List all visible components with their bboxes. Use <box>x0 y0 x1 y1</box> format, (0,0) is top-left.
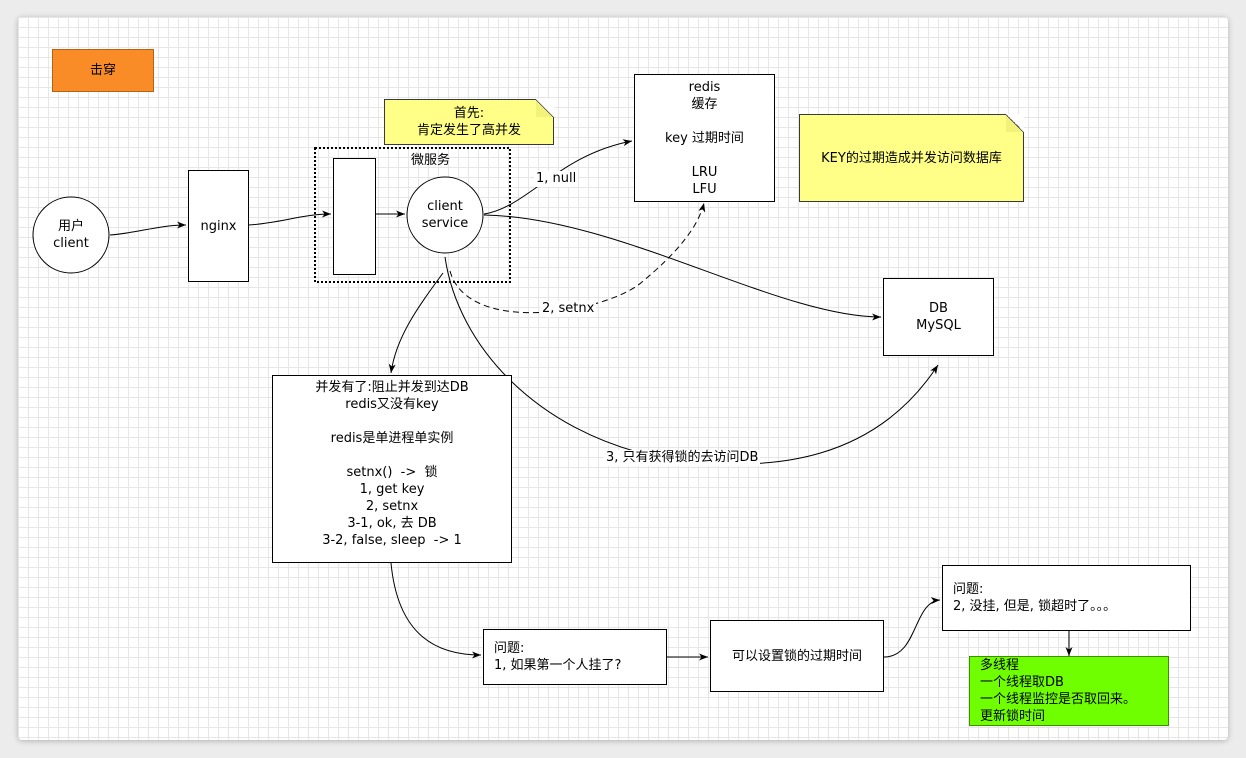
concurrency-line-4: redis是单进程单实例 <box>330 431 454 446</box>
nginx-label: nginx <box>200 218 237 234</box>
lock-expire-text: 可以设置锁的过期时间 <box>731 648 862 664</box>
microservice-container <box>314 147 511 283</box>
concurrency-line-7: 1, get key <box>359 482 425 497</box>
db-box: DB MySQL <box>883 278 994 356</box>
multithread-line-4: 更新锁时间 <box>980 709 1046 724</box>
edge-user-nginx <box>109 221 187 236</box>
concurrency-line-8: 2, setnx <box>365 499 419 514</box>
title-tag-text: 击穿 <box>89 63 116 78</box>
client-service-node <box>406 176 484 254</box>
question2-box: 问题: 2, 没挂, 但是, 锁超时了。。。 <box>942 565 1191 631</box>
user-client-line-2: client <box>53 236 89 251</box>
user-client-label: 用户 client <box>35 213 107 257</box>
gateway-box <box>333 158 376 275</box>
edge-lock-db <box>444 256 939 465</box>
concurrency-line-9: 3-1, ok, 去 DB <box>347 516 437 531</box>
nginx-box: nginx <box>188 170 249 282</box>
redis-line-4: key 过期时间 <box>665 130 744 146</box>
redis-line-6: LRU <box>691 164 718 180</box>
note-key-expiry: KEY的过期造成并发访问数据库 <box>799 114 1024 202</box>
db-line-1: DB <box>929 301 948 316</box>
question2-line-2: 2, 没挂, 但是, 锁超时了。。。 <box>953 599 1117 614</box>
edge-label-step3: 3, 只有获得锁的去访问DB <box>604 450 761 466</box>
concurrency-line-6: setnx() -> 锁 <box>346 465 438 480</box>
microservice-title: 微服务 <box>411 153 451 168</box>
note-line-1: 首先: <box>453 106 485 121</box>
concurrency-line-10: 3-2, false, sleep -> 1 <box>322 533 462 548</box>
question1-box: 问题: 1, 如果第一个人挂了? <box>483 629 667 685</box>
multithread-box: 多线程 一个线程取DB 一个线程监控是否取回来。 更新锁时间 <box>969 656 1169 726</box>
edge-label-step2: 2, setnx <box>540 301 597 317</box>
edge-expire-question2 <box>883 597 941 658</box>
note-line-2: 肯定发生了高并发 <box>416 123 521 138</box>
redis-line-7: LFU <box>692 181 717 197</box>
redis-line-2: 缓存 <box>691 96 718 112</box>
edge-nginx-gateway <box>248 210 332 226</box>
multithread-line-1: 多线程 <box>980 658 1020 673</box>
concurrency-box: 并发有了:阻止并发到达DB redis又没有key redis是单进程单实例 s… <box>272 375 512 563</box>
user-client-line-1: 用户 <box>57 219 84 234</box>
multithread-line-2: 一个线程取DB <box>980 675 1064 690</box>
user-client-node <box>32 196 110 274</box>
edge-service-db <box>483 214 882 321</box>
concurrency-line-1: 并发有了:阻止并发到达DB <box>315 380 469 395</box>
edge-concurrency-question1 <box>390 562 482 659</box>
question1-line-2: 1, 如果第一个人挂了? <box>494 658 622 673</box>
client-service-label: client service <box>409 197 481 233</box>
edge-service-concurrency <box>388 272 444 374</box>
multithread-line-3: 一个线程监控是否取回来。 <box>980 692 1137 707</box>
client-service-line-2: service <box>421 216 469 231</box>
concurrency-line-2: redis又没有key <box>345 397 439 412</box>
note-key-expiry-text: KEY的过期造成并发访问数据库 <box>821 150 1002 166</box>
edge-setnx <box>449 202 706 314</box>
redis-line-1: redis <box>688 79 721 95</box>
edge-label-step1: 1, null <box>534 171 579 187</box>
lock-expire-box: 可以设置锁的过期时间 <box>710 620 884 692</box>
db-line-2: MySQL <box>916 318 961 333</box>
diagram-canvas: 击穿 首先: 肯定发生了高并发 KEY的过期造成并发访问数据库 用户 clien… <box>18 17 1228 740</box>
redis-box: redis 缓存 key 过期时间 LRU LFU <box>634 74 775 202</box>
question1-line-1: 问题: <box>494 641 525 656</box>
client-service-line-1: client <box>427 199 463 214</box>
note-high-concurrency: 首先: 肯定发生了高并发 <box>384 99 554 145</box>
question2-line-1: 问题: <box>953 582 984 597</box>
title-tag: 击穿 <box>52 49 154 92</box>
